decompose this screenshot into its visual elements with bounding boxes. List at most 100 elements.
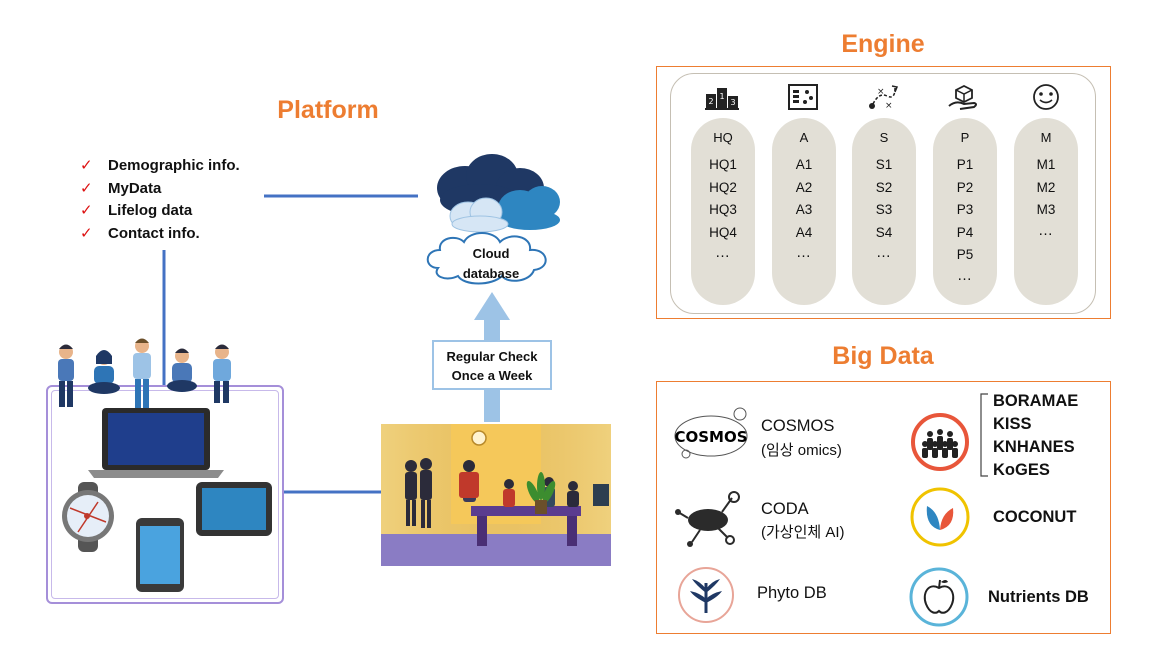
- regular-check-line2: Once a Week: [451, 368, 533, 383]
- cohort-item: KoGES: [993, 461, 1050, 479]
- device-frame-inner: [51, 390, 279, 599]
- checklist-label: Contact info.: [108, 224, 200, 242]
- cohort-people-icon: [911, 413, 969, 471]
- big-data-title: Big Data: [832, 342, 934, 370]
- column-head: P: [960, 130, 970, 145]
- tablet-icon: [196, 482, 272, 536]
- checklist-label: MyData: [108, 179, 162, 197]
- nutrients-apple-icon: [909, 567, 969, 627]
- checklist-item: ✓ Lifelog data: [80, 200, 240, 223]
- svg-text:2: 2: [708, 97, 713, 106]
- column-item: HQ2: [709, 179, 737, 195]
- device-frame: [46, 385, 284, 604]
- analysis-board-icon: [788, 84, 818, 110]
- engine-column-hq: HQ HQ1 HQ2 HQ3 HQ4 …: [691, 118, 755, 305]
- cohort-item: BORAMAE: [993, 392, 1079, 410]
- column-item: A2: [795, 179, 813, 195]
- engine-title: Engine: [841, 30, 925, 58]
- column-item: HQ4: [709, 224, 737, 240]
- coda-network-icon: [675, 491, 740, 547]
- engine-inner-frame: [670, 73, 1096, 314]
- column-ellipsis: …: [715, 244, 731, 261]
- coda-label: CODA: [761, 500, 809, 518]
- checklist-label: Lifelog data: [108, 202, 193, 219]
- column-item: M1: [1036, 157, 1056, 172]
- engine-panel: [656, 66, 1111, 319]
- check-icon: ✓: [80, 179, 93, 197]
- engine-column-m: M M1 M2 M3 …: [1014, 118, 1078, 305]
- column-item: S1: [875, 157, 893, 172]
- cloud-database-label: Cloud database: [448, 244, 534, 284]
- users-group: [58, 338, 231, 413]
- svg-text:3: 3: [730, 98, 735, 107]
- engine-column-s: S S1 S2 S3 S4 …: [852, 118, 916, 305]
- cohort-item: KNHANES: [993, 438, 1075, 456]
- column-ellipsis: …: [1038, 221, 1054, 239]
- cosmos-label: COSMOS: [761, 417, 835, 435]
- column-item: M3: [1036, 202, 1056, 217]
- column-item: P2: [956, 179, 974, 195]
- checklist-item: ✓ Demographic info.: [80, 155, 240, 178]
- cloud-database-icon: [426, 154, 560, 285]
- column-head: M: [1040, 130, 1052, 145]
- column-item: M2: [1036, 179, 1056, 195]
- hand-box-icon: [948, 84, 977, 110]
- cohort-list: BORAMAE KISS KNHANES KoGES: [993, 390, 1078, 482]
- regular-check-box: Regular Check Once a Week: [432, 340, 552, 390]
- checklist-label: Demographic info.: [108, 157, 240, 174]
- column-item: P5: [956, 247, 974, 262]
- column-head: HQ: [713, 130, 733, 145]
- column-item: P4: [956, 224, 974, 240]
- column-head: A: [799, 130, 809, 145]
- column-item: S2: [875, 179, 893, 195]
- column-item: P1: [956, 157, 974, 172]
- strategy-icon: × ×: [869, 85, 899, 111]
- column-head: S: [879, 130, 889, 145]
- engine-column-p: P P1 P2 P3 P4 P5 …: [933, 118, 997, 305]
- check-icon: ✓: [80, 202, 93, 219]
- laptop-icon: [88, 408, 224, 478]
- cohort-bracket: [980, 393, 988, 477]
- cosmos-logo-text: COSMOS: [674, 428, 747, 446]
- checklist-item: ✓ Contact info.: [80, 223, 240, 246]
- coda-sublabel: (가상인체 AI): [761, 524, 845, 541]
- big-data-panel: [656, 381, 1111, 634]
- check-icon: ✓: [80, 157, 93, 174]
- podium-icon: 2 1 3: [705, 88, 739, 110]
- column-item: HQ1: [709, 157, 737, 172]
- smiley-icon: [1033, 84, 1059, 110]
- column-item: S4: [875, 224, 893, 240]
- cohort-item: KISS: [993, 415, 1032, 433]
- column-item: S3: [875, 202, 893, 217]
- column-item: A1: [795, 157, 813, 172]
- svg-text:×: ×: [885, 101, 893, 111]
- column-ellipsis: …: [796, 244, 812, 261]
- phyto-plant-icon: [678, 567, 734, 623]
- column-ellipsis: …: [957, 266, 973, 284]
- checklist-item: ✓ MyData: [80, 178, 240, 201]
- column-item: A3: [795, 202, 813, 217]
- phyto-db-label: Phyto DB: [757, 584, 827, 602]
- nutrients-db-label: Nutrients DB: [988, 588, 1089, 606]
- regular-check-line1: Regular Check: [446, 349, 538, 364]
- smartphone-icon: [136, 518, 184, 592]
- column-ellipsis: …: [876, 244, 892, 261]
- smartwatch-icon: [62, 482, 114, 552]
- coconut-label: COCONUT: [993, 508, 1077, 526]
- cosmos-logo-icon: COSMOS: [674, 407, 748, 459]
- cloud-label-line1: Cloud: [472, 246, 510, 261]
- coconut-leaf-icon: [910, 487, 970, 547]
- column-item: A4: [795, 224, 813, 240]
- cloud-label-line2: database: [462, 266, 520, 281]
- platform-checklist: ✓ Demographic info. ✓ MyData ✓ Lifelog d…: [80, 155, 240, 245]
- users-devices-illustration: [58, 338, 272, 592]
- engine-column-a: A A1 A2 A3 A4 …: [772, 118, 836, 305]
- svg-text:1: 1: [719, 92, 724, 101]
- platform-title: Platform: [277, 96, 379, 124]
- svg-text:×: ×: [877, 87, 885, 97]
- column-item: P3: [956, 202, 974, 217]
- column-item: HQ3: [709, 202, 737, 217]
- check-icon: ✓: [80, 224, 93, 242]
- office-meeting-illustration: [381, 424, 611, 566]
- cosmos-sublabel: (임상 omics): [761, 442, 842, 459]
